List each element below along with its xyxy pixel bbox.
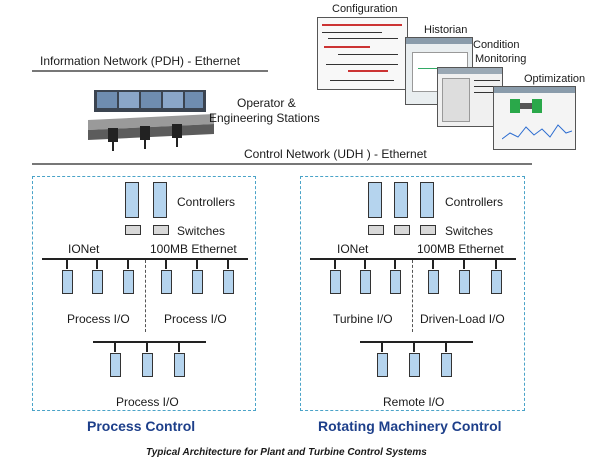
optimization-screenshot: [493, 86, 576, 150]
rotating-remote-bus: [360, 341, 473, 343]
process-io-module: [223, 270, 234, 294]
condition-monitoring-screenshot: [437, 67, 503, 127]
rotating-io-bus: [310, 258, 516, 260]
process-io-module: [174, 353, 185, 377]
control-network-label: Control Network (UDH ) - Ethernet: [244, 147, 427, 161]
turbine-io-module: [360, 270, 371, 294]
process-io-module: [62, 270, 73, 294]
switch-2: [153, 225, 169, 235]
info-network-line: [32, 70, 268, 72]
control-network-line: [32, 163, 532, 165]
process-switches-label: Switches: [177, 224, 226, 238]
turbine-io-module: [330, 270, 341, 294]
process-io-right-label: Process I/O: [164, 312, 227, 326]
process-io-module: [110, 353, 121, 377]
optimization-label: Optimization: [524, 73, 586, 85]
rotating-switches-label: Switches: [445, 224, 494, 238]
controller-2: [153, 182, 167, 218]
process-remote-bus: [93, 341, 206, 343]
process-io-module: [192, 270, 203, 294]
process-io-left-label: Process I/O: [67, 312, 130, 326]
driven-load-io-module: [459, 270, 470, 294]
driven-load-io-module: [491, 270, 502, 294]
configuration-screenshot: [317, 17, 408, 90]
turbine-io-module: [390, 270, 401, 294]
process-divider: [145, 260, 146, 332]
condition-monitoring-label-line2: Monitoring: [475, 53, 527, 65]
process-io-bus: [42, 258, 248, 260]
switch-1: [368, 225, 384, 235]
rotating-controllers-label: Controllers: [445, 195, 504, 209]
process-control-box: [32, 176, 256, 411]
rotating-ethernet-label: 100MB Ethernet: [417, 242, 504, 256]
remote-io-module: [377, 353, 388, 377]
controller-3: [420, 182, 434, 218]
rotating-io-bottom-label: Remote I/O: [383, 395, 445, 409]
driven-load-io-module: [428, 270, 439, 294]
switch-3: [420, 225, 436, 235]
process-io-module: [161, 270, 172, 294]
rotating-control-box: [300, 176, 525, 411]
stations-label-line1: Operator &: [237, 96, 296, 110]
controller-1: [125, 182, 139, 218]
switch-1: [125, 225, 141, 235]
configuration-label: Configuration: [332, 3, 398, 15]
rotating-io-left-label: Turbine I/O: [333, 312, 393, 326]
remote-io-module: [441, 353, 452, 377]
process-ethernet-label: 100MB Ethernet: [150, 242, 237, 256]
rotating-io-right-label: Driven-Load I/O: [420, 312, 505, 326]
control-room-image: [88, 90, 214, 151]
historian-label: Historian: [424, 24, 468, 36]
process-io-bottom-label: Process I/O: [116, 395, 179, 409]
process-io-module: [123, 270, 134, 294]
rotating-ionet-label: IONet: [337, 242, 369, 256]
rotating-divider: [412, 260, 413, 332]
controller-1: [368, 182, 382, 218]
process-controllers-label: Controllers: [177, 195, 236, 209]
switch-2: [394, 225, 410, 235]
process-ionet-label: IONet: [68, 242, 100, 256]
process-io-module: [92, 270, 103, 294]
controller-2: [394, 182, 408, 218]
remote-io-module: [409, 353, 420, 377]
info-network-label: Information Network (PDH) - Ethernet: [40, 54, 241, 68]
condition-monitoring-label-line1: Condition: [473, 39, 520, 51]
stations-label-line2: Engineering Stations: [209, 111, 320, 125]
process-io-module: [142, 353, 153, 377]
rotating-control-title: Rotating Machinery Control: [318, 418, 502, 434]
figure-caption: Typical Architecture for Plant and Turbi…: [146, 447, 427, 458]
process-control-title: Process Control: [87, 418, 196, 434]
